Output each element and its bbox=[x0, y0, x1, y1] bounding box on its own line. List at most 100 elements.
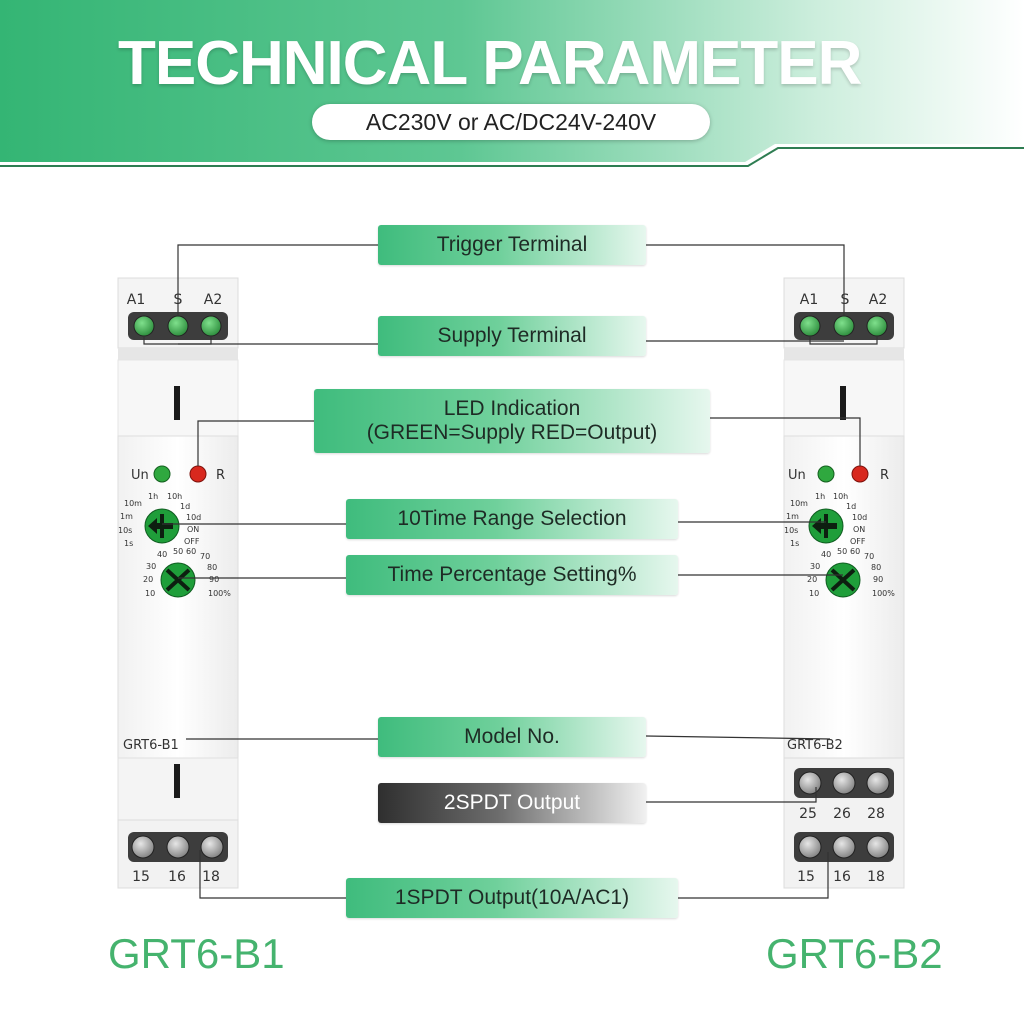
svg-text:90: 90 bbox=[209, 575, 219, 584]
svg-text:1d: 1d bbox=[180, 502, 190, 511]
green-led-icon bbox=[817, 465, 835, 483]
svg-text:10s: 10s bbox=[784, 526, 798, 535]
svg-text:10m: 10m bbox=[124, 499, 142, 508]
svg-text:10: 10 bbox=[809, 589, 819, 598]
terminal-label-16: 16 bbox=[833, 869, 851, 885]
svg-text:90: 90 bbox=[873, 575, 883, 584]
terminal-label-a1: A1 bbox=[127, 292, 145, 308]
terminal-label-18: 18 bbox=[867, 869, 885, 885]
svg-text:1s: 1s bbox=[124, 539, 133, 548]
terminal-label-15: 15 bbox=[797, 869, 815, 885]
green-led-icon bbox=[153, 465, 171, 483]
header-banner bbox=[0, 0, 1024, 167]
range-dial: 1h 10h 10m 1d 1m 10d 10s ON 1s OFF bbox=[118, 492, 201, 548]
svg-text:70: 70 bbox=[200, 552, 210, 561]
caption-grt6-b1: GRT6-B1 bbox=[108, 930, 285, 977]
svg-text:30: 30 bbox=[146, 562, 156, 571]
svg-text:100%: 100% bbox=[872, 589, 895, 598]
terminal-screw-icon bbox=[798, 835, 822, 859]
svg-text:20: 20 bbox=[143, 575, 153, 584]
svg-text:20: 20 bbox=[807, 575, 817, 584]
device-left: A1 S A2 Un R 1h 10h 10m 1d 1m 10d 10s ON… bbox=[117, 277, 239, 889]
device-right: A1 S A2 Un R 1h 10h 10m 1d 1m 10d 10s ON… bbox=[783, 277, 905, 889]
svg-text:OFF: OFF bbox=[184, 537, 200, 546]
terminal-screw-icon bbox=[200, 315, 222, 337]
svg-text:1h: 1h bbox=[148, 492, 158, 501]
svg-text:1m: 1m bbox=[786, 512, 799, 521]
terminal-screw-icon bbox=[166, 835, 190, 859]
svg-text:50: 50 bbox=[173, 547, 183, 556]
svg-text:30: 30 bbox=[810, 562, 820, 571]
svg-text:10: 10 bbox=[145, 589, 155, 598]
svg-text:ON: ON bbox=[853, 525, 865, 534]
output-2spdt-label: 2SPDT Output bbox=[378, 783, 646, 823]
terminal-screw-icon bbox=[832, 835, 856, 859]
terminal-screw-icon bbox=[798, 771, 822, 795]
red-led-icon bbox=[189, 465, 207, 483]
led-label-r: R bbox=[216, 468, 225, 483]
terminal-screw-icon bbox=[131, 835, 155, 859]
model-no-label: Model No. bbox=[378, 717, 646, 757]
red-led-icon bbox=[851, 465, 869, 483]
terminal-label-a2: A2 bbox=[204, 292, 222, 308]
terminal-screw-icon bbox=[866, 835, 890, 859]
terminal-screw-icon bbox=[167, 315, 189, 337]
svg-text:60: 60 bbox=[186, 547, 196, 556]
led-label-r: R bbox=[880, 468, 889, 483]
caption-grt6-b2: GRT6-B2 bbox=[766, 930, 943, 977]
page-title: TECHNICAL PARAMETER bbox=[118, 29, 862, 98]
terminal-label-15: 15 bbox=[132, 869, 150, 885]
percent-dial: 40 50 60 70 30 80 20 90 10 100% bbox=[807, 547, 895, 598]
terminal-screw-icon bbox=[866, 315, 888, 337]
terminal-screw-icon bbox=[866, 771, 890, 795]
range-dial: 1h 10h 10m 1d 1m 10d 10s ON 1s OFF bbox=[784, 492, 867, 548]
svg-text:OFF: OFF bbox=[850, 537, 866, 546]
svg-text:1s: 1s bbox=[790, 539, 799, 548]
svg-text:10d: 10d bbox=[852, 513, 867, 522]
voltage-text: AC230V or AC/DC24V-240V bbox=[365, 108, 657, 135]
svg-text:80: 80 bbox=[207, 563, 217, 572]
terminal-label-26: 26 bbox=[833, 806, 851, 822]
percent-dial: 40 50 60 70 30 80 20 90 10 100% bbox=[143, 547, 231, 598]
svg-text:ON: ON bbox=[187, 525, 199, 534]
led-indication-label: LED Indication (GREEN=Supply RED=Output) bbox=[314, 389, 710, 453]
output-1spdt-label: 1SPDT Output(10A/AC1) bbox=[346, 878, 678, 918]
svg-text:10s: 10s bbox=[118, 526, 132, 535]
time-percentage-label: Time Percentage Setting% bbox=[346, 555, 678, 595]
svg-text:10h: 10h bbox=[833, 492, 848, 501]
svg-text:100%: 100% bbox=[208, 589, 231, 598]
svg-text:50: 50 bbox=[837, 547, 847, 556]
terminal-screw-icon bbox=[200, 835, 224, 859]
model-label-right: GRT6-B2 bbox=[787, 738, 843, 753]
led-label-un: Un bbox=[131, 468, 149, 483]
terminal-screw-icon bbox=[133, 315, 155, 337]
terminal-screw-icon bbox=[799, 315, 821, 337]
voltage-pill: AC230V or AC/DC24V-240V bbox=[312, 104, 710, 140]
time-range-label: 10Time Range Selection bbox=[346, 499, 678, 539]
terminal-label-s: S bbox=[841, 292, 850, 308]
svg-text:40: 40 bbox=[821, 550, 831, 559]
svg-text:1d: 1d bbox=[846, 502, 856, 511]
svg-text:1m: 1m bbox=[120, 512, 133, 521]
led-label-un: Un bbox=[788, 468, 806, 483]
supply-terminal-label: Supply Terminal bbox=[378, 316, 646, 356]
terminal-label-25: 25 bbox=[799, 806, 817, 822]
trigger-terminal-label: Trigger Terminal bbox=[378, 225, 646, 265]
svg-text:1h: 1h bbox=[815, 492, 825, 501]
terminal-screw-icon bbox=[832, 771, 856, 795]
terminal-screw-icon bbox=[833, 315, 855, 337]
svg-text:10m: 10m bbox=[790, 499, 808, 508]
terminal-label-28: 28 bbox=[867, 806, 885, 822]
svg-text:40: 40 bbox=[157, 550, 167, 559]
terminal-label-a1: A1 bbox=[800, 292, 818, 308]
svg-text:10h: 10h bbox=[167, 492, 182, 501]
svg-text:60: 60 bbox=[850, 547, 860, 556]
terminal-label-a2: A2 bbox=[869, 292, 887, 308]
terminal-label-18: 18 bbox=[202, 869, 220, 885]
svg-text:10d: 10d bbox=[186, 513, 201, 522]
model-label-left: GRT6-B1 bbox=[123, 738, 179, 753]
svg-text:70: 70 bbox=[864, 552, 874, 561]
terminal-label-16: 16 bbox=[168, 869, 186, 885]
leader-lines bbox=[143, 244, 878, 899]
